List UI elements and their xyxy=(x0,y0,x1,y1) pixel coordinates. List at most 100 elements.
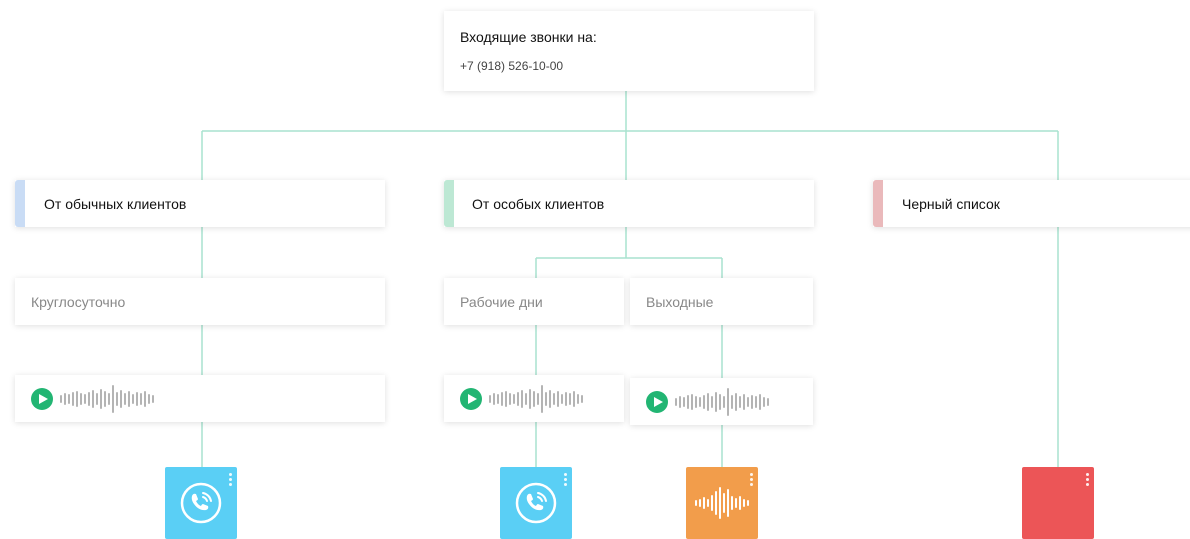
phone-call-icon xyxy=(180,482,222,524)
group-label: Черный список xyxy=(902,195,1000,212)
waveform-bar xyxy=(76,390,78,407)
waveform-bar xyxy=(501,391,503,406)
waveform-bar xyxy=(128,390,130,407)
waveform-icon xyxy=(489,384,583,414)
waveform-bar xyxy=(72,391,74,406)
waveform-bar xyxy=(120,389,122,408)
play-icon[interactable] xyxy=(460,387,482,410)
more-options-icon[interactable] xyxy=(564,473,567,488)
waveform-bar xyxy=(679,395,681,408)
condition-label: Круглосуточно xyxy=(31,293,126,310)
more-options-icon[interactable] xyxy=(229,473,232,488)
waveform-bar xyxy=(561,393,563,404)
waveform-bar xyxy=(735,392,737,411)
phone-call-icon xyxy=(515,482,557,524)
waveform-bar xyxy=(541,384,543,413)
group-card-special-clients[interactable]: От особых клиентов xyxy=(444,180,814,227)
waveform-bar xyxy=(104,390,106,407)
waveform-bar xyxy=(136,391,138,406)
waveform-bar xyxy=(565,391,567,406)
waveform-bar xyxy=(569,392,571,405)
condition-label: Рабочие дни xyxy=(460,293,543,310)
waveform-bar xyxy=(723,395,725,408)
waveform-bar xyxy=(497,393,499,404)
waveform-bar xyxy=(747,396,749,407)
waveform-bar xyxy=(707,392,709,411)
audio-player[interactable] xyxy=(630,378,813,425)
waveform-bar xyxy=(493,392,495,405)
waveform-bar xyxy=(112,384,114,413)
call-action-tile[interactable] xyxy=(165,467,237,539)
waveform-bar xyxy=(751,394,753,409)
waveform-bar xyxy=(140,392,142,405)
waveform-bar xyxy=(683,396,685,407)
waveform-bar xyxy=(687,394,689,409)
waveform-bar xyxy=(68,393,70,404)
play-icon[interactable] xyxy=(31,387,53,410)
waveform-bar xyxy=(533,390,535,407)
waveform-bar xyxy=(84,393,86,404)
waveform-bar xyxy=(64,392,66,405)
condition-card-weekends[interactable]: Выходные xyxy=(630,278,813,325)
condition-card-workdays[interactable]: Рабочие дни xyxy=(444,278,624,325)
waveform-bar xyxy=(759,393,761,410)
group-accent-bar xyxy=(15,180,25,227)
waveform-bar xyxy=(763,396,765,407)
group-accent-bar xyxy=(873,180,883,227)
waveform-bar xyxy=(100,388,102,409)
waveform-bar xyxy=(731,394,733,409)
group-card-regular-clients[interactable]: От обычных клиентов xyxy=(15,180,385,227)
waveform-bar xyxy=(719,393,721,410)
waveform-bar xyxy=(537,392,539,405)
waveform-bar xyxy=(116,391,118,406)
waveform-bar xyxy=(545,391,547,406)
audio-action-tile[interactable] xyxy=(686,467,758,539)
waveform-bar xyxy=(727,387,729,416)
waveform-bar xyxy=(549,389,551,408)
incoming-phone-number: +7 (918) 526-10-00 xyxy=(460,59,564,73)
waveform-bar xyxy=(573,390,575,407)
waveform-bar xyxy=(513,393,515,404)
group-card-blacklist[interactable]: Черный список xyxy=(873,180,1190,227)
play-icon[interactable] xyxy=(646,390,668,413)
group-label: От обычных клиентов xyxy=(44,195,187,212)
waveform-bar xyxy=(743,393,745,410)
waveform-bar xyxy=(691,393,693,410)
waveform-bar xyxy=(124,392,126,405)
audio-player[interactable] xyxy=(15,375,385,422)
waveform-bar xyxy=(132,393,134,404)
incoming-calls-title: Входящие звонки на: xyxy=(460,29,597,45)
waveform-bar xyxy=(521,389,523,408)
waveform-bar xyxy=(92,389,94,408)
waveform-bar xyxy=(557,390,559,407)
waveform-bar xyxy=(517,391,519,406)
waveform-bar xyxy=(699,396,701,407)
waveform-bar xyxy=(108,392,110,405)
waveform-bar xyxy=(525,392,527,405)
waveform-bar xyxy=(60,394,62,403)
waveform-bar xyxy=(152,394,154,403)
more-options-icon[interactable] xyxy=(750,473,753,488)
condition-card-round-the-clock[interactable]: Круглосуточно xyxy=(15,278,385,325)
waveform-bar xyxy=(755,395,757,408)
waveform-bar xyxy=(553,392,555,405)
waveform-bar xyxy=(509,392,511,405)
audio-player[interactable] xyxy=(444,375,624,422)
more-options-icon[interactable] xyxy=(1086,473,1089,488)
call-action-tile[interactable] xyxy=(500,467,572,539)
waveform-bar xyxy=(505,390,507,407)
waveform-bar xyxy=(148,393,150,404)
group-label: От особых клиентов xyxy=(472,195,605,212)
waveform-bar xyxy=(581,394,583,403)
incoming-calls-card[interactable]: Входящие звонки на: +7 (918) 526-10-00 xyxy=(444,11,814,91)
waveform-bar xyxy=(88,391,90,406)
waveform-icon xyxy=(60,384,154,414)
sound-wave-icon xyxy=(695,487,749,519)
waveform-bar xyxy=(703,394,705,409)
waveform-bar xyxy=(715,391,717,412)
waveform-bar xyxy=(80,392,82,405)
waveform-bar xyxy=(695,395,697,408)
block-action-tile[interactable] xyxy=(1022,467,1094,539)
waveform-bar xyxy=(529,388,531,409)
condition-label: Выходные xyxy=(646,293,714,310)
